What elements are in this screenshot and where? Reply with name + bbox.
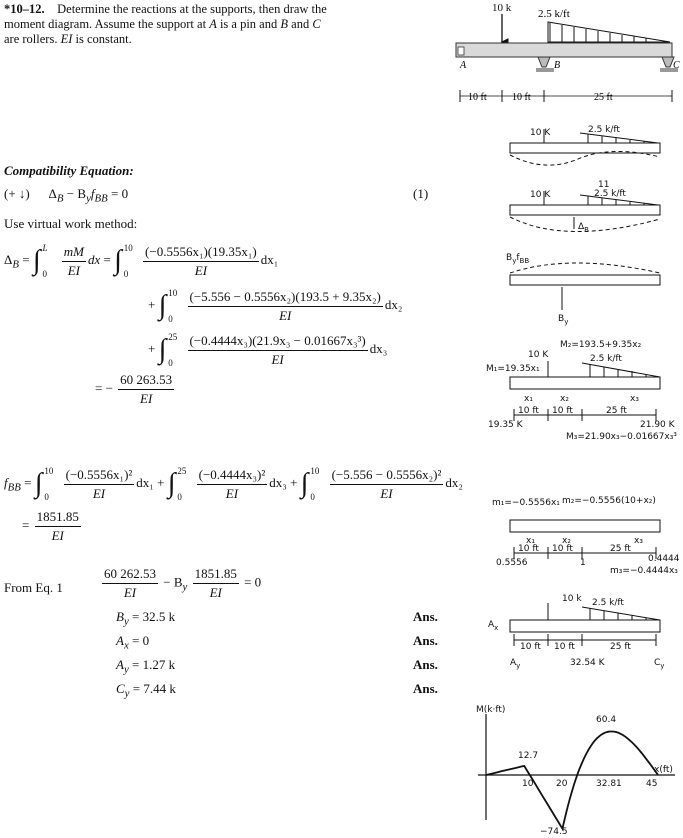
m-local: 12.7 bbox=[518, 751, 538, 761]
s2-delta: ΔB bbox=[578, 222, 589, 234]
integral-sign: ∫ bbox=[158, 334, 167, 365]
s5-m2: m₂=−0.5556(10+x₂) bbox=[562, 496, 656, 506]
integral-sign: ∫ bbox=[300, 468, 309, 499]
s6-cy: Cy bbox=[654, 658, 664, 670]
integral-sign: ∫ bbox=[32, 245, 41, 276]
m-t3281: 32.81 bbox=[596, 779, 622, 789]
s6-ay: Ay bbox=[510, 658, 520, 670]
s4-10ft-a: 10 ft bbox=[518, 406, 539, 416]
m-ylabel: M(k·ft) bbox=[476, 705, 505, 715]
s4-dist: 2.5 k/ft bbox=[590, 354, 622, 364]
problem-number: *10–12. bbox=[4, 2, 45, 16]
s4-m2: M₂=193.5+9.35x₂ bbox=[560, 340, 642, 350]
m-t20: 20 bbox=[556, 779, 568, 789]
s2-dist: 2.5 k/ft bbox=[594, 189, 626, 199]
s4-m1: M₁=19.35x₁ bbox=[486, 364, 540, 374]
s4-m3: M₃=21.90x₃−0.01667x₃³ bbox=[566, 432, 677, 442]
s5-m3: m₃=−0.4444x₃ bbox=[610, 566, 678, 576]
s6-3254: 32.54 K bbox=[570, 658, 606, 668]
s5-x3: x₃ bbox=[634, 536, 643, 546]
ans-label: Ans. bbox=[413, 681, 438, 696]
s6-10ft-a: 10 ft bbox=[520, 642, 541, 652]
fig-label-c: C bbox=[673, 60, 680, 71]
answer-ay: Ay = 1.27 k bbox=[116, 657, 176, 676]
s4-x3: x₃ bbox=[630, 394, 639, 404]
integral-sign: ∫ bbox=[158, 290, 167, 321]
s5-05556: 0.5556 bbox=[496, 558, 528, 568]
s6-25ft: 25 ft bbox=[610, 642, 631, 652]
moment-diagram: M(k·ft) x(ft) 60.4 12.7 −74.5 10 20 32.8… bbox=[476, 705, 675, 837]
s5-10ft-b: 10 ft bbox=[552, 544, 573, 554]
hand-sketches: 10 K 2.5 k/ft 10 K 2.5 k/ft 11 ΔB ByfBB … bbox=[486, 125, 680, 670]
s5-x2: x₂ bbox=[562, 536, 571, 546]
problem-figure: 10 k 2.5 k/ft A B C 10 ft 10 ft 25 ft bbox=[455, 2, 680, 103]
s1-load: 10 K bbox=[530, 128, 551, 138]
m-t45: 45 bbox=[646, 779, 657, 789]
from-eq-label: From Eq. 1 bbox=[4, 580, 63, 595]
s4-x1: x₁ bbox=[524, 394, 533, 404]
s6-dist: 2.5 k/ft bbox=[592, 598, 624, 608]
problem-statement: *10–12. Determine the reactions at the s… bbox=[4, 2, 327, 46]
s6-10k: 10 k bbox=[562, 594, 582, 604]
s4-2190: 21.90 K bbox=[640, 420, 676, 430]
s4-x2: x₂ bbox=[560, 394, 569, 404]
m-peak: 60.4 bbox=[596, 715, 616, 725]
s2-load: 10 K bbox=[530, 190, 551, 200]
s5-1: 1 bbox=[580, 558, 586, 568]
s6-ax: Ax bbox=[488, 620, 498, 632]
equation-number: (1) bbox=[413, 186, 429, 201]
s4-1935: 19.35 K bbox=[488, 420, 524, 430]
answer-cy: Cy = 7.44 k bbox=[116, 681, 176, 700]
s4-25ft: 25 ft bbox=[606, 406, 627, 416]
s2-11: 11 bbox=[598, 180, 609, 190]
fig-load-label: 10 k bbox=[492, 2, 512, 14]
s5-04444: 0.4444 bbox=[648, 554, 680, 564]
integral-sign: ∫ bbox=[34, 468, 43, 499]
m-t10: 10 bbox=[522, 779, 534, 789]
s3-byfbb: ByfBB bbox=[506, 253, 529, 265]
s1-dist: 2.5 k/ft bbox=[588, 125, 620, 135]
fig-label-b: B bbox=[554, 60, 560, 71]
s3-by: By bbox=[558, 314, 568, 326]
moment-curve bbox=[485, 730, 659, 832]
fig-label-a: A bbox=[459, 60, 467, 71]
integral-sign: ∫ bbox=[167, 468, 176, 499]
answer-by: By = 32.5 k bbox=[116, 609, 176, 628]
m-xlabel: x(ft) bbox=[654, 765, 673, 775]
fig-dist-label: 2.5 k/ft bbox=[538, 8, 570, 20]
s5-m1: m₁=−0.5556x₁ bbox=[492, 498, 560, 508]
s5-10ft-a: 10 ft bbox=[518, 544, 539, 554]
integral-sign: ∫ bbox=[114, 245, 122, 276]
ans-label: Ans. bbox=[413, 633, 438, 648]
ans-label: Ans. bbox=[413, 657, 438, 672]
ans-label: Ans. bbox=[413, 609, 438, 624]
s4-10ft-b: 10 ft bbox=[552, 406, 573, 416]
fig-dim-1: 10 ft bbox=[468, 92, 487, 103]
fig-dim-2: 10 ft bbox=[512, 92, 531, 103]
s5-25ft: 25 ft bbox=[610, 544, 631, 554]
compat-equation: (+ ↓) ΔB − ByfBB = 0 bbox=[4, 186, 129, 205]
m-min: −74.5 bbox=[540, 827, 568, 837]
s6-10ft-b: 10 ft bbox=[554, 642, 575, 652]
virtual-work-text: Use virtual work method: bbox=[4, 216, 138, 231]
s5-x1: x₁ bbox=[526, 536, 535, 546]
s4-10k: 10 K bbox=[528, 350, 549, 360]
section-heading: Compatibility Equation: bbox=[4, 163, 134, 178]
answer-ax: Ax = 0 bbox=[116, 633, 150, 652]
fig-dim-3: 25 ft bbox=[594, 92, 613, 103]
